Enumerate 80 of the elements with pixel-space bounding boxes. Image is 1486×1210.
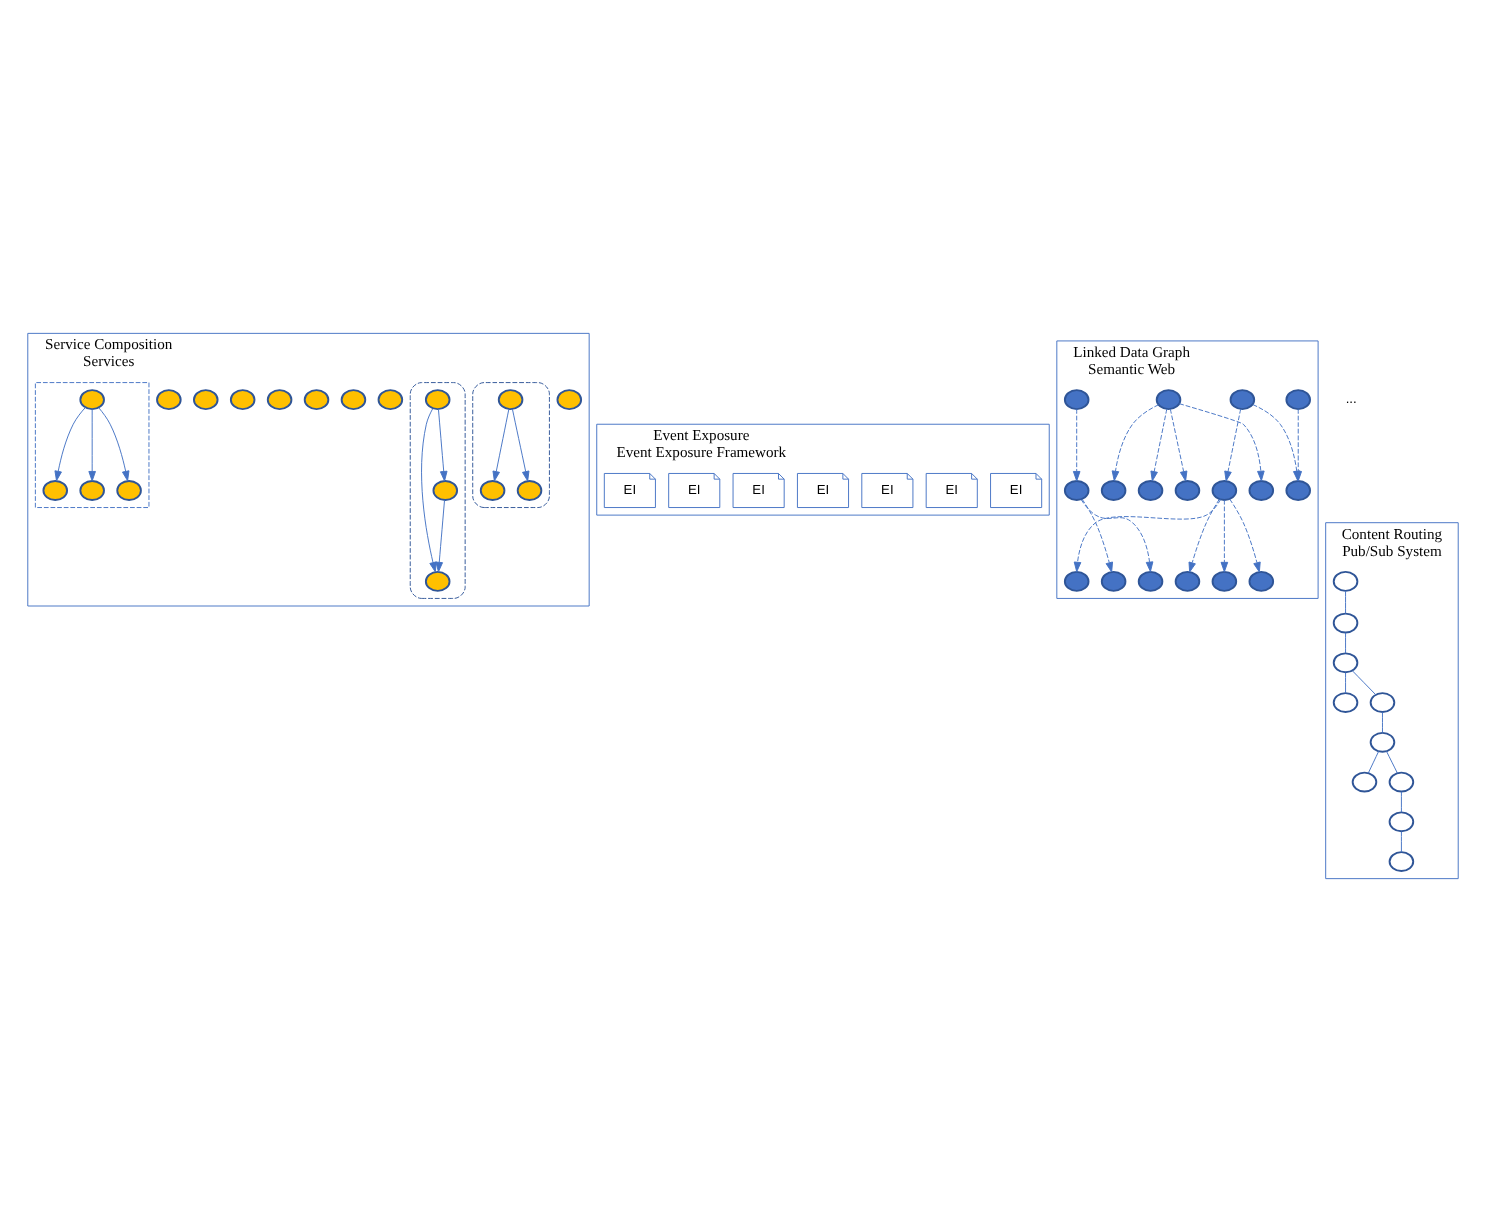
arrow — [492, 407, 510, 481]
node-circle — [303, 388, 330, 410]
node-circle — [1137, 569, 1164, 591]
node-circle — [1332, 569, 1359, 591]
node-circle — [1351, 770, 1378, 792]
node-circle — [42, 479, 69, 500]
arrow — [1229, 497, 1261, 572]
node-circle — [193, 388, 219, 410]
node-circle — [79, 388, 105, 410]
cluster — [409, 381, 466, 598]
connector — [1351, 669, 1377, 695]
node-circle — [1248, 569, 1275, 591]
connector — [1345, 589, 1347, 614]
arrow — [54, 406, 86, 481]
arrow — [435, 498, 445, 572]
arrow — [1179, 402, 1265, 481]
node-circle — [79, 479, 105, 500]
node-circle — [1369, 730, 1396, 752]
node-circle — [1229, 388, 1256, 410]
node-circle — [424, 388, 451, 410]
node-circle — [1155, 388, 1182, 410]
arrow — [1150, 407, 1168, 481]
arrow — [421, 407, 437, 572]
node-circle — [116, 479, 142, 500]
cluster: Service Composition Services — [27, 331, 590, 606]
node-circle — [424, 569, 451, 591]
connector — [1400, 830, 1402, 852]
arrow — [1080, 498, 1154, 572]
node-circle — [1285, 479, 1311, 500]
arrow — [1169, 407, 1188, 481]
connector — [1386, 749, 1398, 773]
node-circle — [377, 388, 404, 410]
node-circle — [1248, 479, 1275, 500]
node-circle — [1063, 569, 1090, 591]
node-circle — [1388, 850, 1415, 871]
cluster — [472, 381, 550, 508]
node-circle — [556, 388, 583, 410]
node-circle — [1174, 569, 1201, 591]
node-circle — [497, 388, 524, 410]
connector — [1345, 671, 1347, 693]
node-circle — [1137, 479, 1164, 500]
node-circle — [1063, 479, 1090, 500]
node-circle — [479, 479, 506, 500]
arrow — [1224, 407, 1242, 481]
arrow — [1111, 403, 1160, 481]
node-circle — [1211, 569, 1238, 591]
node-circle — [1100, 569, 1127, 591]
node-circle — [156, 388, 182, 410]
arrow — [437, 407, 448, 481]
node-circle — [1100, 479, 1127, 500]
arrow — [88, 407, 96, 481]
node-circle — [229, 388, 256, 410]
node-circle — [1174, 479, 1201, 500]
node-circle — [1388, 770, 1415, 792]
node-circle — [340, 388, 367, 410]
arrow — [511, 407, 530, 481]
node-circle — [1332, 611, 1359, 633]
connector — [1400, 790, 1402, 812]
connector — [1345, 631, 1347, 653]
node-circle — [1369, 691, 1396, 712]
connector — [1382, 710, 1383, 733]
node-circle — [1332, 691, 1359, 712]
cluster: Linked Data Graph Semantic Web — [1056, 339, 1319, 598]
arrow — [1220, 498, 1229, 572]
arrow — [1072, 407, 1081, 481]
cluster — [34, 381, 150, 508]
node-circle — [1285, 388, 1311, 410]
arrow — [1073, 498, 1222, 572]
node-circle — [1063, 388, 1090, 410]
cluster: Content Routing Pub/Sub System — [1325, 521, 1459, 879]
connector — [1367, 749, 1380, 773]
node-circle — [516, 479, 543, 500]
arrow — [1188, 497, 1220, 572]
node-circle — [1332, 651, 1359, 673]
node-circle — [1388, 810, 1415, 832]
node-circle — [432, 479, 459, 500]
node-circle — [1211, 479, 1238, 500]
arrow — [1081, 497, 1113, 572]
node-circle — [266, 388, 293, 410]
arrow — [98, 406, 130, 481]
